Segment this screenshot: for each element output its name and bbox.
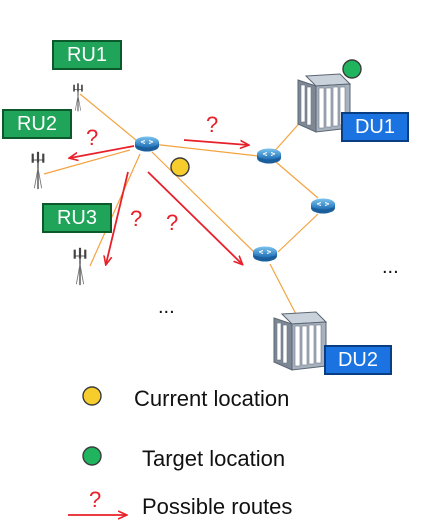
route-question-mark: ?	[206, 112, 218, 137]
route-question-mark: ?	[86, 125, 98, 150]
link-core3-du2	[269, 263, 301, 323]
router-icon	[310, 198, 336, 214]
link-ru1-router	[79, 93, 137, 141]
link-core1-core2	[275, 161, 319, 199]
antenna-icon	[72, 247, 88, 286]
route-arrow-ru3	[106, 171, 129, 264]
legend-route-question-mark: ?	[89, 487, 101, 512]
legend-target-label: Target location	[142, 446, 286, 471]
antenna-icon	[72, 82, 84, 112]
link-core2-core3	[277, 213, 319, 253]
route-arrow-du2	[147, 171, 242, 264]
link-router-core1	[151, 143, 259, 157]
network-links	[43, 93, 319, 323]
du1-label: DU1	[341, 112, 409, 142]
route-arrow-du1	[183, 139, 248, 145]
route-arrow-ru2	[70, 145, 135, 158]
router-icon	[252, 246, 278, 262]
legend-routes-label: Possible routes	[142, 494, 293, 519]
current-location-marker	[170, 157, 190, 177]
router-icon	[134, 136, 160, 152]
legend-current-label: Current location	[134, 386, 290, 411]
link-ru3-router	[89, 153, 141, 267]
route-question-mark: ?	[166, 210, 178, 235]
ru1-label: RU1	[52, 40, 122, 70]
ru2-label: RU2	[2, 109, 72, 139]
legend-target-swatch	[82, 446, 102, 466]
legend-current-swatch	[82, 386, 102, 406]
ru3-label: RU3	[42, 203, 112, 233]
link-router-core3	[151, 151, 257, 255]
router-icon	[256, 148, 282, 164]
target-location-marker	[342, 59, 362, 79]
more-nodes-ellipsis: ...	[158, 296, 175, 318]
antenna-icon	[30, 151, 46, 190]
more-nodes-ellipsis: ...	[382, 256, 399, 278]
server-rack-icon	[273, 311, 327, 371]
link-ru2-router	[43, 149, 131, 175]
du2-label: DU2	[324, 345, 392, 375]
route-question-mark: ?	[130, 206, 142, 231]
possible-routes	[70, 139, 248, 264]
